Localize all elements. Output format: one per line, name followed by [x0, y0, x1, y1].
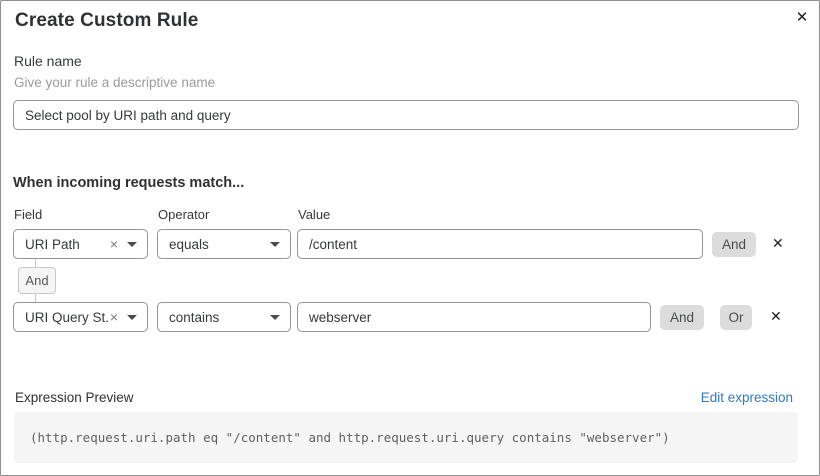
rule-name-label: Rule name [14, 53, 82, 69]
add-and-condition-button-row2[interactable]: And [660, 305, 704, 330]
operator-select-row2-value: contains [169, 309, 220, 325]
close-icon[interactable]: ✕ [789, 5, 815, 31]
field-select-row1-value: URI Path [25, 236, 80, 252]
connector-line-top [35, 259, 36, 267]
field-select-row1[interactable]: URI Path × [13, 229, 148, 259]
operator-select-row2[interactable]: contains [157, 302, 291, 332]
add-and-condition-button-row1[interactable]: And [712, 232, 756, 257]
remove-condition-icon-row1[interactable]: ✕ [772, 235, 784, 251]
rule-name-input[interactable] [13, 100, 799, 130]
expression-code: (http.request.uri.path eq "/content" and… [30, 430, 670, 445]
remove-condition-icon-row2[interactable]: ✕ [770, 308, 782, 324]
column-label-value: Value [298, 207, 331, 222]
add-or-condition-button-row2[interactable]: Or [720, 305, 752, 330]
chevron-down-icon [270, 241, 280, 247]
edit-expression-link[interactable]: Edit expression [700, 390, 793, 405]
chevron-down-icon [127, 314, 137, 320]
field-select-row2[interactable]: URI Query St... × [13, 302, 148, 332]
expression-preview-label: Expression Preview [15, 390, 134, 405]
dialog-title: Create Custom Rule [15, 10, 199, 31]
field-select-row2-value: URI Query St... [25, 309, 110, 325]
chevron-down-icon [270, 314, 280, 320]
condition-connector-badge: And [18, 267, 56, 294]
column-label-operator: Operator [158, 207, 210, 222]
chevron-down-icon [127, 241, 137, 247]
operator-select-row1[interactable]: equals [157, 229, 291, 259]
operator-select-row1-value: equals [169, 236, 209, 252]
value-input-row2[interactable] [297, 302, 651, 332]
clear-field-icon[interactable]: × [109, 236, 118, 252]
builder-heading: When incoming requests match... [13, 175, 245, 191]
clear-field-icon[interactable]: × [109, 309, 118, 325]
expression-preview-box: (http.request.uri.path eq "/content" and… [14, 412, 798, 463]
connector-line-bottom [35, 294, 36, 302]
rule-name-hint: Give your rule a descriptive name [14, 75, 216, 90]
column-label-field: Field [14, 207, 43, 222]
value-input-row1[interactable] [297, 229, 703, 259]
